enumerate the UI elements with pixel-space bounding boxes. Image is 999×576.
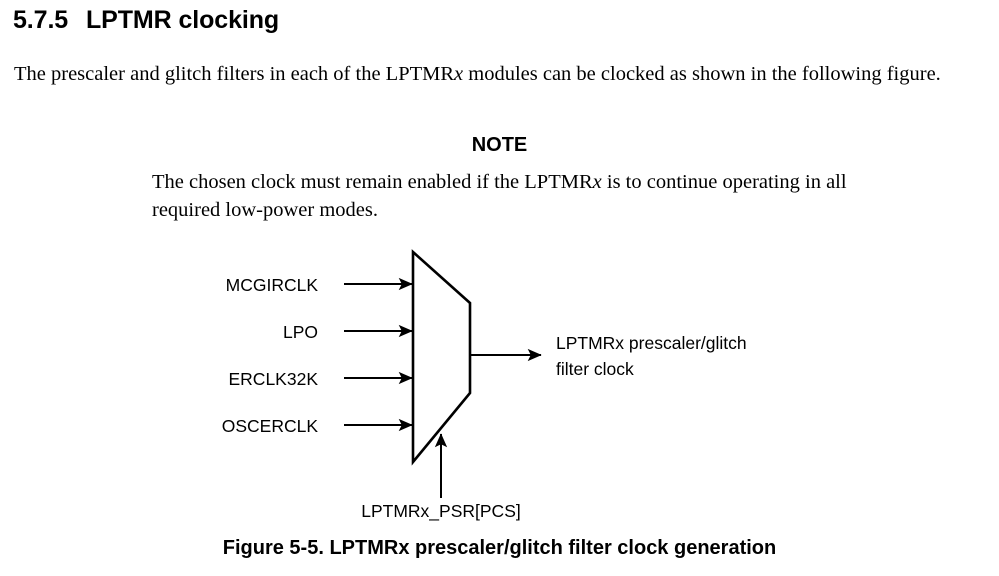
intro-italic-x: x xyxy=(454,63,464,85)
note-line1-before: The chosen clock must remain enabled if … xyxy=(152,171,593,193)
intro-text-after: modules can be clocked as shown in the f… xyxy=(463,63,941,85)
input-label-oscerclk: OSCERCLK xyxy=(222,416,319,436)
intro-paragraph: The prescaler and glitch filters in each… xyxy=(14,60,972,88)
input-label-lpo: LPO xyxy=(283,322,318,342)
note-line2: continue operating in all required low-p… xyxy=(152,171,847,221)
input-label-erclk32k: ERCLK32K xyxy=(229,369,319,389)
intro-text-before: The prescaler and glitch filters in each… xyxy=(14,63,455,85)
input-label-mcgirclk: MCGIRCLK xyxy=(226,275,319,295)
select-label: LPTMRx_PSR[PCS] xyxy=(361,501,520,522)
note-line1-after: is to xyxy=(601,171,642,193)
output-label-line2: filter clock xyxy=(556,359,634,379)
note-italic-x: x xyxy=(592,171,602,193)
section-number: 5.7.5 xyxy=(13,6,69,34)
figure-diagram: MCGIRCLK LPO ERCLK32K OSCERCLK LPTMRx pr… xyxy=(0,236,999,526)
section-title: LPTMR clocking xyxy=(86,6,280,34)
output-label-line1: LPTMRx prescaler/glitch xyxy=(556,333,747,353)
multiplexer-shape xyxy=(411,249,472,466)
note-body: The chosen clock must remain enabled if … xyxy=(152,168,852,224)
figure-caption: Figure 5-5. LPTMRx prescaler/glitch filt… xyxy=(222,537,777,559)
note-heading: NOTE xyxy=(471,134,528,156)
page-title: 5.7.5 LPTMR clocking xyxy=(13,4,279,36)
